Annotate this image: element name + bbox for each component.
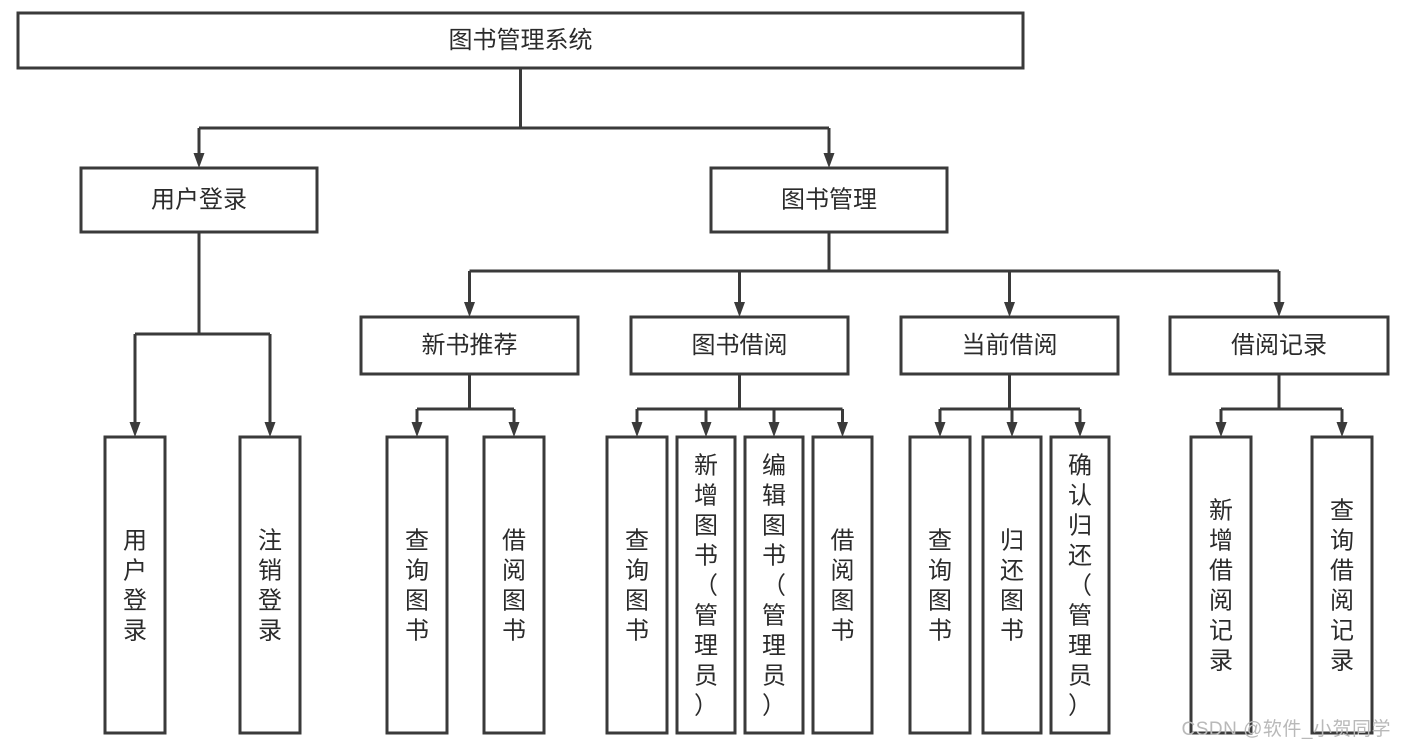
node-label: 查询图书 <box>625 527 649 644</box>
node-label: 借阅记录 <box>1231 332 1327 359</box>
node-label: 借阅图书 <box>502 527 526 644</box>
node-box[interactable] <box>629 315 850 376</box>
node-leaf-borrow-book-1[interactable]: 借阅图书 <box>482 435 546 735</box>
node-label: 新增图书（管理员） <box>694 452 718 719</box>
node-box[interactable] <box>79 166 319 234</box>
node-box[interactable] <box>981 435 1043 735</box>
node-label: 查询图书 <box>405 527 429 644</box>
node-leaf-confirm-return[interactable]: 确认归还（管理员） <box>1049 435 1111 735</box>
node-label: 查询借阅记录 <box>1330 497 1354 674</box>
node-box[interactable] <box>1189 435 1253 735</box>
node-label: 借阅图书 <box>831 527 855 644</box>
node-box[interactable] <box>908 435 972 735</box>
arrow-head-icon <box>837 422 848 437</box>
arrow-head-icon <box>193 153 205 168</box>
arrow-head-icon <box>129 422 141 437</box>
node-label: 用户登录 <box>123 527 147 644</box>
node-leaf-query-book-2[interactable]: 查询图书 <box>605 435 669 735</box>
arrow-head-icon <box>411 422 423 437</box>
arrow-head-icon <box>823 153 835 168</box>
node-leaf-edit-book[interactable]: 编辑图书（管理员） <box>743 435 805 735</box>
node-label: 新书推荐 <box>422 332 518 359</box>
node-box[interactable] <box>238 435 302 735</box>
node-box[interactable] <box>103 435 167 735</box>
arrow-head-icon <box>734 302 745 317</box>
arrow-head-icon <box>1006 422 1018 437</box>
node-label: 图书借阅 <box>692 332 788 359</box>
node-borrow-record[interactable]: 借阅记录 <box>1168 315 1390 376</box>
node-label: 注销登录 <box>258 527 282 644</box>
arrow-head-icon <box>934 422 946 437</box>
arrow-head-icon <box>1215 422 1227 437</box>
node-new-book-rec[interactable]: 新书推荐 <box>359 315 580 376</box>
node-book-borrow[interactable]: 图书借阅 <box>629 315 850 376</box>
arrow-head-icon <box>768 422 780 437</box>
arrow-head-icon <box>464 302 475 317</box>
node-label: 归还图书 <box>1000 527 1024 644</box>
node-book-manage[interactable]: 图书管理 <box>709 166 949 234</box>
node-box[interactable] <box>811 435 874 735</box>
node-box[interactable] <box>1168 315 1390 376</box>
connector-layer <box>129 68 1348 437</box>
node-label: 查询图书 <box>928 527 952 644</box>
node-box[interactable] <box>385 435 449 735</box>
node-box[interactable] <box>675 435 737 735</box>
node-box[interactable] <box>899 315 1120 376</box>
arrow-head-icon <box>1074 422 1086 437</box>
node-user-login[interactable]: 用户登录 <box>79 166 319 234</box>
node-leaf-query-book-1[interactable]: 查询图书 <box>385 435 449 735</box>
arrow-head-icon <box>264 422 276 437</box>
node-leaf-logout[interactable]: 注销登录 <box>238 435 302 735</box>
node-leaf-query-book-3[interactable]: 查询图书 <box>908 435 972 735</box>
node-current-borrow[interactable]: 当前借阅 <box>899 315 1120 376</box>
node-leaf-user-login[interactable]: 用户登录 <box>103 435 167 735</box>
node-box[interactable] <box>605 435 669 735</box>
node-label: 图书管理 <box>781 186 877 213</box>
node-label: 编辑图书（管理员） <box>762 452 786 719</box>
node-leaf-return-book[interactable]: 归还图书 <box>981 435 1043 735</box>
node-root[interactable]: 图书管理系统 <box>16 11 1025 70</box>
node-box[interactable] <box>482 435 546 735</box>
node-leaf-add-record[interactable]: 新增借阅记录 <box>1189 435 1253 735</box>
node-label: 用户登录 <box>151 186 247 213</box>
watermark-label: CSDN @软件_小贺同学 <box>1181 719 1391 740</box>
node-label: 当前借阅 <box>962 332 1058 359</box>
node-box[interactable] <box>1310 435 1374 735</box>
node-label: 新增借阅记录 <box>1209 497 1233 674</box>
node-leaf-query-record[interactable]: 查询借阅记录 <box>1310 435 1374 735</box>
arrow-head-icon <box>1336 422 1348 437</box>
arrow-head-icon <box>631 422 643 437</box>
arrow-head-icon <box>508 422 520 437</box>
node-label: 图书管理系统 <box>449 27 593 54</box>
arrow-head-icon <box>1273 302 1285 317</box>
node-box[interactable] <box>359 315 580 376</box>
node-box[interactable] <box>743 435 805 735</box>
node-leaf-borrow-book-2[interactable]: 借阅图书 <box>811 435 874 735</box>
node-label: 确认归还（管理员） <box>1068 452 1092 719</box>
node-layer: 图书管理系统用户登录图书管理新书推荐图书借阅当前借阅借阅记录用户登录注销登录查询… <box>16 11 1390 735</box>
node-leaf-add-book[interactable]: 新增图书（管理员） <box>675 435 737 735</box>
node-box[interactable] <box>16 11 1025 70</box>
arrow-head-icon <box>1004 302 1015 317</box>
node-box[interactable] <box>1049 435 1111 735</box>
arrow-head-icon <box>700 422 712 437</box>
node-box[interactable] <box>709 166 949 234</box>
